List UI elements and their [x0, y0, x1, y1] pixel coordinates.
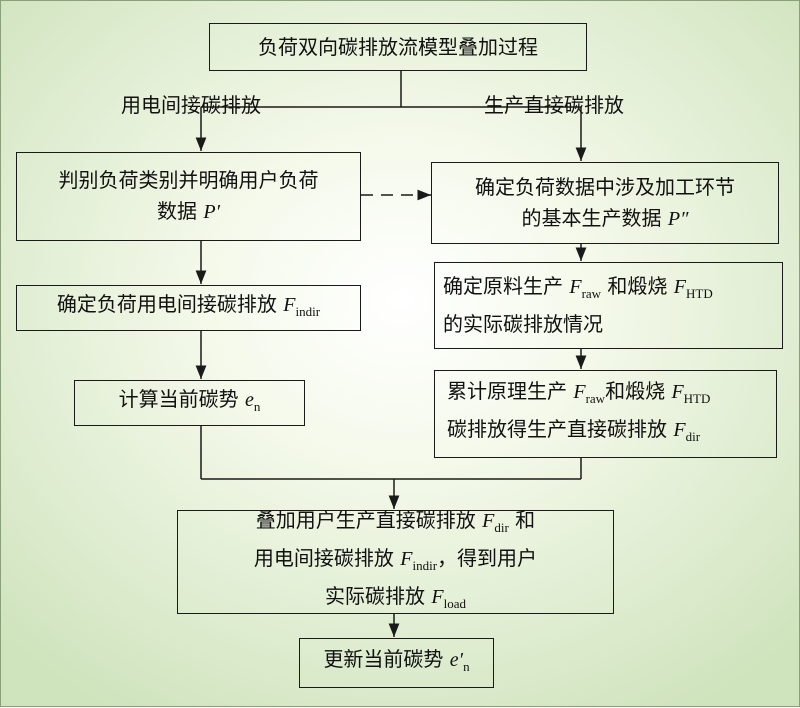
right-step3-box: 累计原理生产 Fraw和煅烧 FHTD 碳排放得生产直接碳排放 Fdir	[434, 370, 777, 458]
right-step2-line1: 确定原料生产 Fraw 和煅烧 FHTD	[443, 274, 713, 301]
final-step-box: 更新当前碳势 e′n	[299, 638, 494, 688]
right-step1-box: 确定负荷数据中涉及加工环节 的基本生产数据 P″	[431, 162, 779, 244]
left-step1-line2: 数据 P′	[157, 199, 220, 223]
branch-label-left: 用电间接碳排放	[121, 93, 261, 117]
left-step2-text: 确定负荷用电间接碳排放 Findir	[56, 292, 321, 319]
merge-step-line3: 实际碳排放 Fload	[325, 584, 466, 611]
final-step-text: 更新当前碳势 e′n	[323, 647, 470, 674]
right-step2-line2: 的实际碳排放情况	[443, 312, 603, 336]
merge-step-line2: 用电间接碳排放 Findir，得到用户	[253, 546, 538, 573]
left-step3-text: 计算当前碳势 en	[118, 387, 261, 414]
branch-label-right: 生产直接碳排放	[484, 93, 624, 117]
left-step3-box: 计算当前碳势 en	[74, 380, 305, 426]
symbol-p-prime: P′	[203, 201, 220, 223]
left-step1-box: 判别负荷类别并明确用户负荷 数据 P′	[16, 152, 361, 241]
right-step2-box: 确定原料生产 Fraw 和煅烧 FHTD 的实际碳排放情况	[434, 262, 783, 349]
title-box: 负荷双向碳排放流模型叠加过程	[209, 23, 587, 71]
right-step3-line1: 累计原理生产 Fraw和煅烧 FHTD	[447, 379, 711, 406]
merge-step-line1: 叠加用户生产直接碳排放 Fdir 和	[255, 508, 536, 535]
title-text: 负荷双向碳排放流模型叠加过程	[258, 34, 538, 59]
left-step1-line1: 判别负荷类别并明确用户负荷	[58, 168, 319, 192]
merge-step-box: 叠加用户生产直接碳排放 Fdir 和 用电间接碳排放 Findir，得到用户 实…	[177, 508, 614, 614]
right-step3-line2: 碳排放得生产直接碳排放 Fdir	[447, 417, 701, 444]
symbol-p-double-prime: P″	[667, 207, 689, 230]
right-step1-line1: 确定负荷数据中涉及加工环节	[475, 174, 735, 199]
left-step2-box: 确定负荷用电间接碳排放 Findir	[16, 285, 361, 331]
right-step1-line2: 的基本生产数据 P″	[521, 205, 689, 230]
